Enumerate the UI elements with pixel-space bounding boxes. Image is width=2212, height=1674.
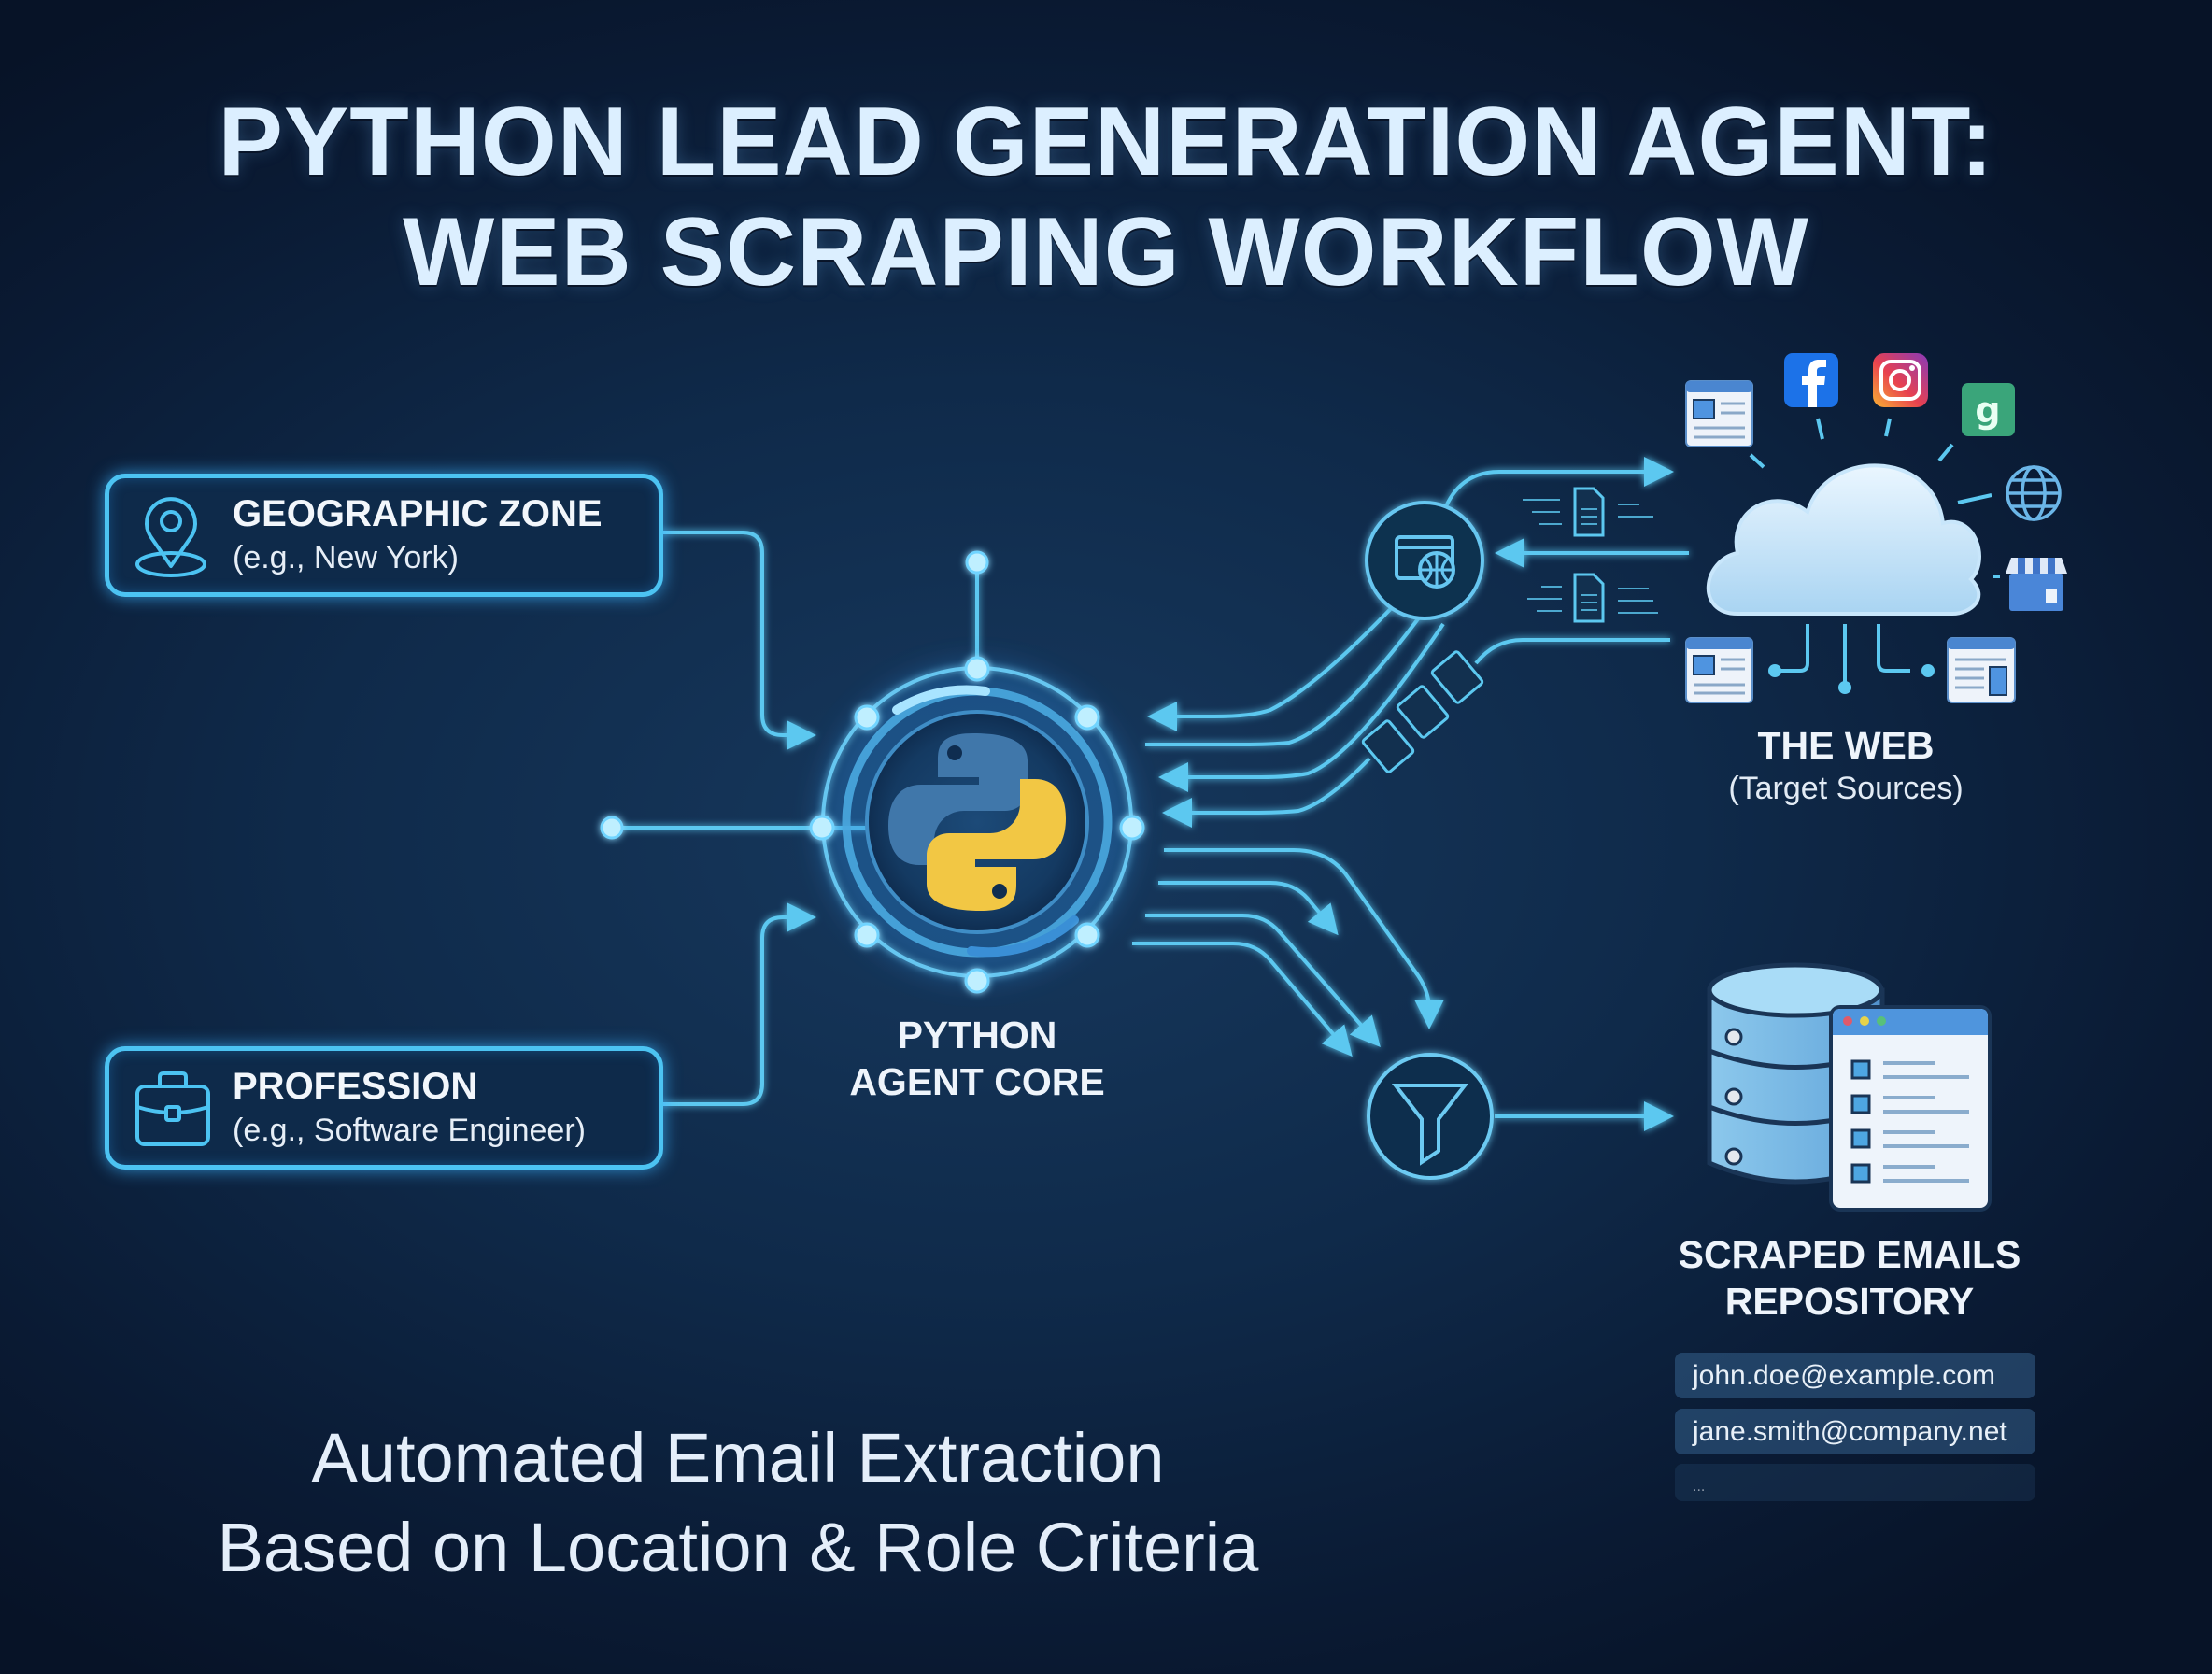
briefcase-icon xyxy=(135,1071,210,1146)
page-title-line-1: PYTHON LEAD GENERATION AGENT: xyxy=(218,88,1994,196)
python-logo-icon xyxy=(888,733,1066,911)
geographic-zone-heading: GEOGRAPHIC ZONE xyxy=(233,493,603,534)
webpage-icon xyxy=(1685,637,1753,703)
scraper-node xyxy=(1365,501,1484,620)
email-list-item: john.doe@example.com xyxy=(1675,1353,2035,1398)
footer-line-1: Automated Email Extraction xyxy=(311,1419,1165,1497)
repository-heading-line-1: SCRAPED EMAILS xyxy=(1678,1233,2021,1276)
geographic-zone-example: (e.g., New York) xyxy=(233,540,459,575)
globe-icon xyxy=(2006,465,2062,521)
facebook-icon xyxy=(1784,353,1838,407)
store-icon xyxy=(2006,558,2067,611)
web-heading: THE WEB xyxy=(1757,724,1935,767)
email-list-more: ... xyxy=(1675,1464,2035,1501)
core-label-line-1: PYTHON xyxy=(897,1014,1057,1057)
repository-heading-line-2: REPOSITORY xyxy=(1724,1280,1975,1323)
list-window-icon xyxy=(1829,1005,1992,1212)
cloud-icon xyxy=(1706,463,1981,616)
profession-heading: PROFESSION xyxy=(233,1066,478,1107)
web-subheading: (Target Sources) xyxy=(1728,771,1964,806)
green-app-icon: g xyxy=(1962,383,2015,436)
profession-example: (e.g., Software Engineer) xyxy=(233,1113,586,1148)
webpage-icon xyxy=(1947,637,2016,703)
python-core-node xyxy=(600,550,1145,994)
page-title-line-2: WEB SCRAPING WORKFLOW xyxy=(403,198,1809,306)
webpage-icon xyxy=(1685,380,1753,447)
email-list-item: jane.smith@company.net xyxy=(1675,1409,2035,1454)
footer-line-2: Based on Location & Role Criteria xyxy=(217,1509,1259,1586)
instagram-icon xyxy=(1873,353,1928,407)
geographic-zone-input-node: GEOGRAPHIC ZONE (e.g., New York) xyxy=(105,474,663,597)
svg-text:g: g xyxy=(1975,390,2000,431)
core-label-line-2: AGENT CORE xyxy=(849,1060,1105,1103)
funnel-icon xyxy=(1367,1053,1494,1180)
map-pin-icon xyxy=(135,497,206,577)
profession-input-node: PROFESSION (e.g., Software Engineer) xyxy=(105,1046,663,1170)
